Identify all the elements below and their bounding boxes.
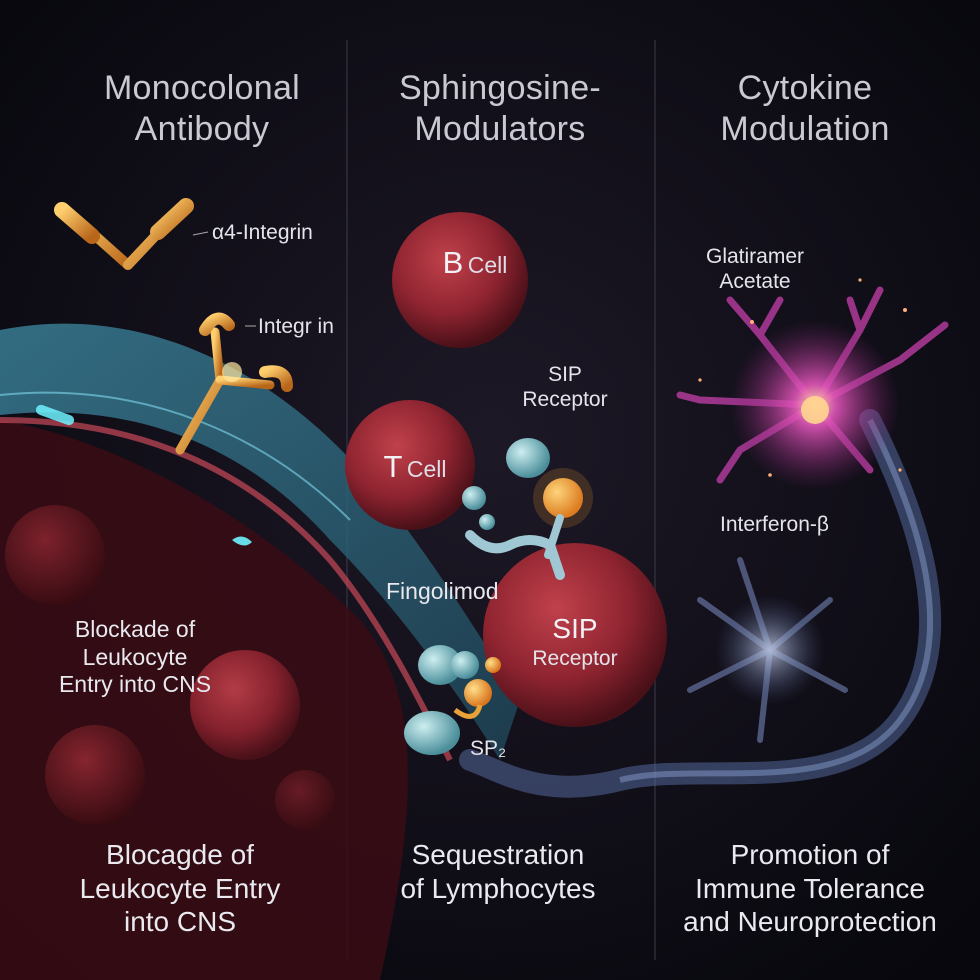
label-fingolimod: Fingolimod: [386, 578, 499, 606]
label-line: SIP: [510, 612, 640, 646]
label-b-cell-letter: B: [443, 244, 464, 281]
label-sp2: SP₂: [470, 736, 506, 761]
label-line: Entry into CNS: [15, 671, 255, 699]
label-line: SIP: [500, 362, 630, 387]
label-line: Glatiramer: [690, 244, 820, 269]
label-t-cell-letter: T: [383, 448, 402, 485]
label-b-cell-word: Cell: [468, 252, 508, 280]
heading-cytokine-modulation: Cytokine Modulation: [670, 68, 940, 150]
label-integrin: Integr in: [258, 314, 334, 339]
label-t-cell: T Cell: [360, 448, 470, 485]
heading-monoclonal-antibody: Monocolonal Antibody: [52, 68, 352, 150]
heading-line: Antibody: [52, 109, 352, 150]
label-line: Blockade of: [15, 616, 255, 644]
footer-line: of Lymphocytes: [358, 872, 638, 906]
label-line: Receptor: [500, 387, 630, 412]
footer-line: Leukocyte Entry: [40, 872, 320, 906]
label-line: Leukocyte: [15, 644, 255, 672]
label-sip-receptor-cell: SIP Receptor: [510, 612, 640, 671]
label-t-cell-word: Cell: [407, 456, 447, 484]
footer-line: Immune Tolerance: [660, 872, 960, 906]
heading-sphingosine-modulators: Sphingosine- Modulators: [360, 68, 640, 150]
heading-line: Modulators: [360, 109, 640, 150]
footer-col1: Blocagde of Leukocyte Entry into CNS: [40, 838, 320, 939]
label-line: Receptor: [510, 646, 640, 671]
label-blockade-leukocyte-entry: Blockade of Leukocyte Entry into CNS: [15, 616, 255, 699]
heading-line: Modulation: [670, 109, 940, 150]
heading-line: Monocolonal: [52, 68, 352, 109]
footer-line: into CNS: [40, 905, 320, 939]
heading-line: Cytokine: [670, 68, 940, 109]
footer-line: Blocagde of: [40, 838, 320, 872]
footer-line: and Neuroprotection: [660, 905, 960, 939]
footer-line: Promotion of: [660, 838, 960, 872]
label-interferon-beta: Interferon-β: [720, 512, 829, 537]
footer-line: Sequestration: [358, 838, 638, 872]
label-glatiramer-acetate: Glatiramer Acetate: [690, 244, 820, 294]
heading-line: Sphingosine-: [360, 68, 640, 109]
footer-col2: Sequestration of Lymphocytes: [358, 838, 638, 905]
label-alpha4-integrin: α4-Integrin: [212, 220, 313, 245]
label-line: Acetate: [690, 269, 820, 294]
label-sip-receptor-top: SIP Receptor: [500, 362, 630, 412]
footer-col3: Promotion of Immune Tolerance and Neurop…: [660, 838, 960, 939]
label-b-cell: B Cell: [420, 244, 530, 281]
